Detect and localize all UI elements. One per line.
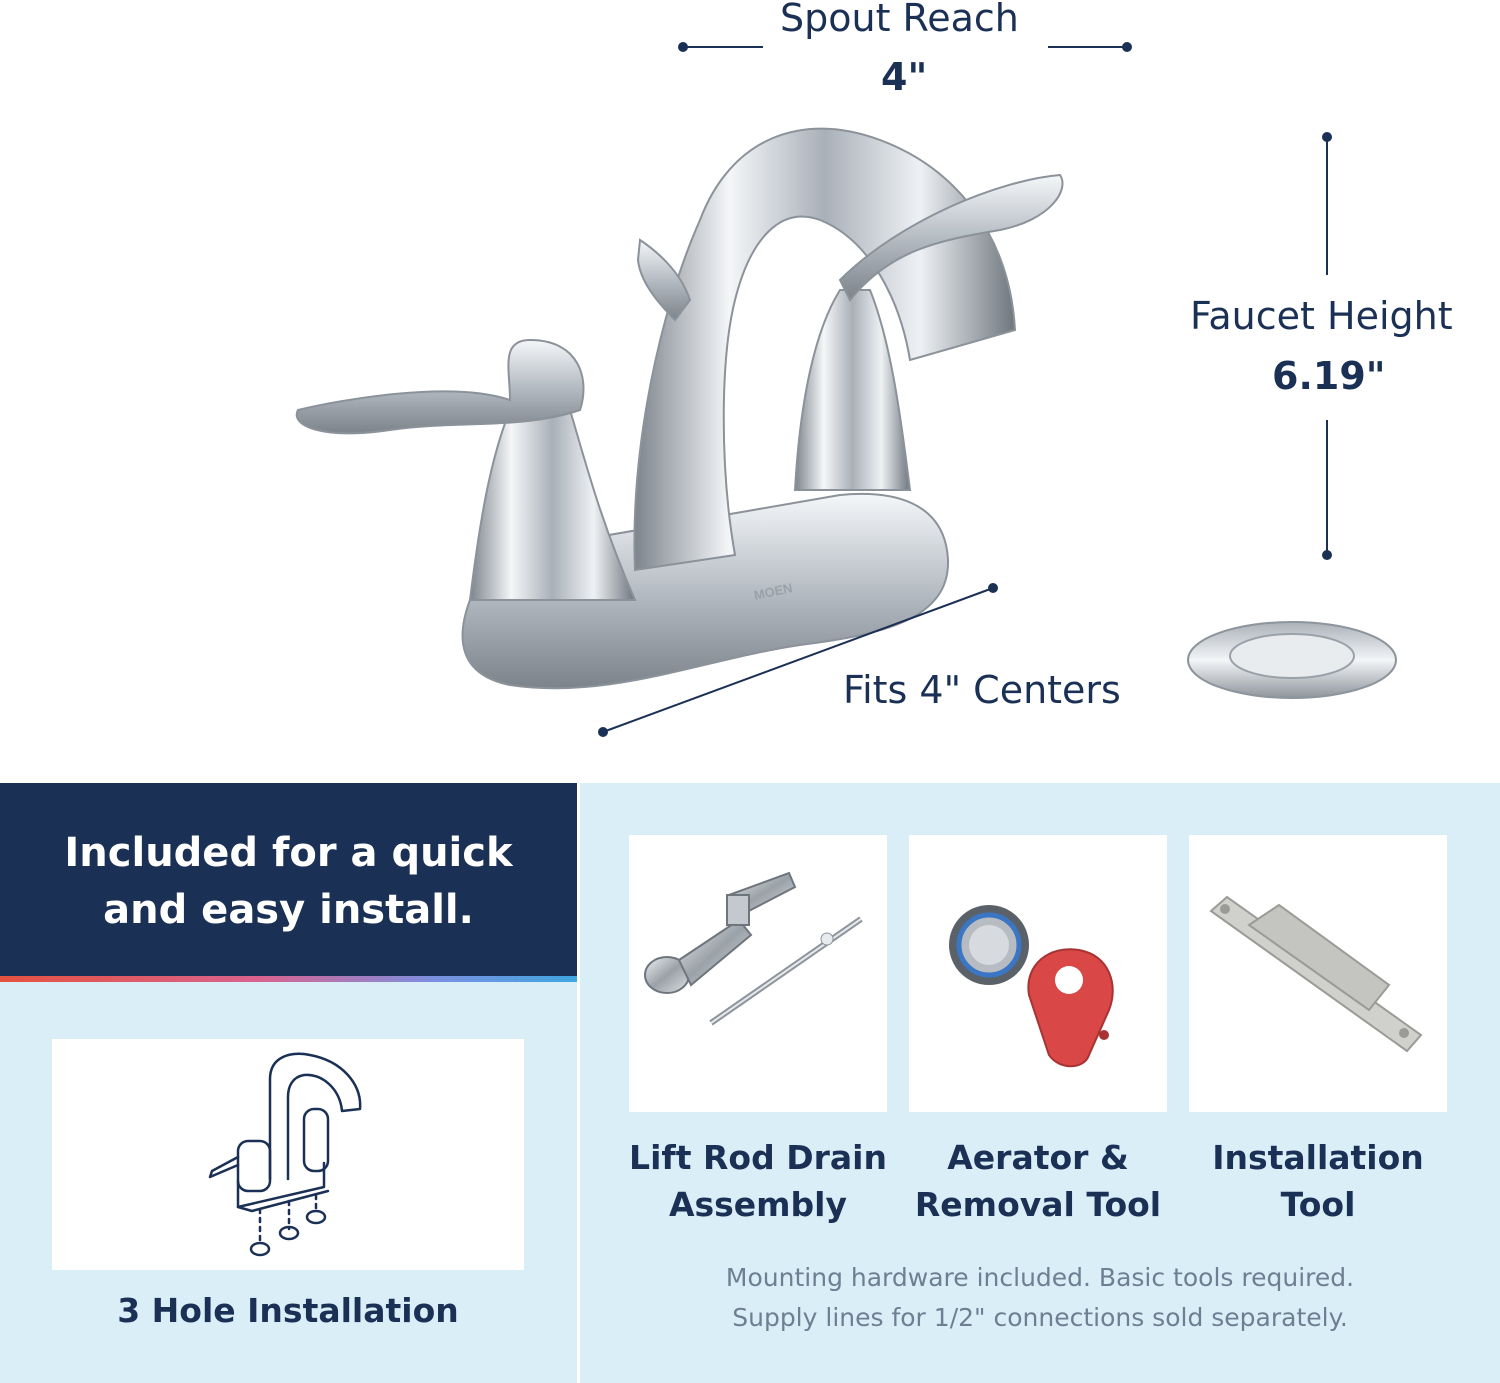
- three-hole-installation-label: 3 Hole Installation: [117, 1291, 459, 1330]
- aerator-label: Aerator & Removal Tool: [898, 1134, 1178, 1228]
- headline-accent-bar: [0, 976, 577, 982]
- installation-tool-image: [1209, 895, 1423, 1053]
- mounting-hardware-note: Mounting hardware included. Basic tools …: [725, 1263, 1355, 1292]
- installation-tool-card: [1189, 835, 1447, 1112]
- lift-rod-drain-label-line-1: Lift Rod Drain: [629, 1138, 887, 1177]
- faucet-height-label: Faucet Height: [1190, 294, 1453, 338]
- lift-rod-drain-card: [629, 835, 887, 1112]
- included-headline: Included for a quick and easy install.: [0, 825, 577, 939]
- spout-reach-value: 4": [881, 55, 928, 99]
- lift-rod-drain-label: Lift Rod Drain Assembly: [618, 1134, 898, 1228]
- lift-rod-drain-label-line-2: Assembly: [668, 1185, 848, 1224]
- aerator-card: [909, 835, 1167, 1112]
- height-top-line: [1326, 137, 1328, 275]
- spout-reach-left-line: [683, 46, 763, 48]
- headline-banner: [0, 783, 577, 976]
- aerator-label-line-1: Aerator &: [947, 1138, 1129, 1177]
- installation-tool-label: Installation Tool: [1178, 1134, 1458, 1228]
- drain-cap-image: [1187, 621, 1397, 699]
- spout-reach-right-dot: [1122, 42, 1132, 52]
- headline-line-2: and easy install.: [103, 887, 474, 933]
- faucet-height-value: 6.19": [1272, 354, 1386, 398]
- aerator-label-line-2: Removal Tool: [914, 1185, 1162, 1224]
- height-bottom-line: [1326, 420, 1328, 556]
- aerator-removal-tool-image: [949, 905, 1114, 1068]
- centers-measure-line: [598, 583, 998, 737]
- lift-rod-drain-image: [644, 871, 863, 1026]
- fits-centers-label: Fits 4" Centers: [843, 668, 1121, 712]
- spout-reach-right-line: [1048, 46, 1128, 48]
- three-hole-faucet-icon: [208, 1052, 362, 1257]
- height-bottom-dot: [1322, 550, 1332, 560]
- spout-reach-label: Spout Reach: [780, 0, 1019, 40]
- installation-tool-label-line-2: Tool: [1280, 1185, 1356, 1224]
- faucet-product-image: MOEN: [295, 127, 1064, 690]
- panel-divider: [577, 783, 580, 1383]
- supply-lines-note: Supply lines for 1/2" connections sold s…: [732, 1303, 1348, 1332]
- three-hole-install-card: [52, 1039, 524, 1270]
- installation-tool-label-line-1: Installation: [1212, 1138, 1424, 1177]
- headline-line-1: Included for a quick: [64, 830, 513, 876]
